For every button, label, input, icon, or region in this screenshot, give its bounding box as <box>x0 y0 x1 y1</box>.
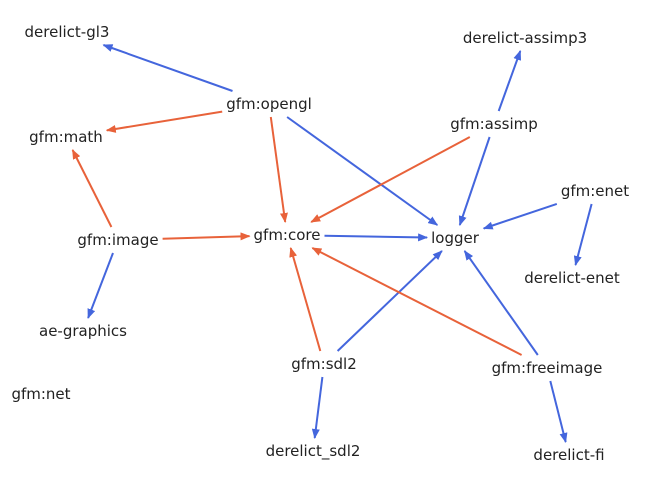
edge-gfm-freeimage-to-derelict-fi <box>549 380 568 443</box>
edge-gfm-freeimage-to-logger <box>463 250 539 356</box>
edge-gfm-opengl-to-gfm-core <box>269 116 288 223</box>
edge-gfm-opengl-to-logger <box>286 116 439 226</box>
edge-gfm-image-to-ae-graphics <box>87 252 114 319</box>
edge-gfm-enet-to-logger <box>482 202 558 230</box>
node-gfm-assimp[interactable]: gfm:assimp <box>450 115 538 133</box>
node-gfm-core[interactable]: gfm:core <box>254 226 321 244</box>
edge-gfm-enet-to-derelict-enet <box>573 203 593 266</box>
edge-layer <box>71 44 593 443</box>
node-gfm-net[interactable]: gfm:net <box>11 385 70 403</box>
edge-gfm-sdl2-to-logger <box>336 250 443 352</box>
node-derelict-enet[interactable]: derelict-enet <box>524 269 620 287</box>
node-derelict-gl3[interactable]: derelict-gl3 <box>25 23 110 41</box>
edge-gfm-image-to-gfm-math <box>71 149 113 228</box>
node-gfm-freeimage[interactable]: gfm:freeimage <box>492 359 603 377</box>
node-derelict-sdl2[interactable]: derelict_sdl2 <box>266 442 361 461</box>
edge-gfm-assimp-to-gfm-core <box>310 136 471 223</box>
node-derelict-fi[interactable]: derelict-fi <box>533 446 604 464</box>
node-gfm-image[interactable]: gfm:image <box>77 231 158 249</box>
node-gfm-opengl[interactable]: gfm:opengl <box>226 95 312 113</box>
node-gfm-math[interactable]: gfm:math <box>29 128 103 146</box>
edge-gfm-opengl-to-gfm-math <box>105 110 223 133</box>
edge-gfm-core-to-logger <box>324 233 429 242</box>
node-gfm-sdl2[interactable]: gfm:sdl2 <box>291 355 357 373</box>
node-ae-graphics[interactable]: ae-graphics <box>39 322 127 340</box>
edge-gfm-assimp-to-logger <box>458 136 491 226</box>
node-derelict-assimp3[interactable]: derelict-assimp3 <box>463 29 587 47</box>
node-logger[interactable]: logger <box>431 229 480 247</box>
edge-gfm-assimp-to-derelict-assimp3 <box>497 50 522 112</box>
edge-gfm-image-to-gfm-core <box>162 232 251 241</box>
node-layer: derelict-gl3 derelict-assimp3 gfm:opengl… <box>11 23 629 464</box>
node-gfm-enet[interactable]: gfm:enet <box>561 182 629 200</box>
edge-gfm-sdl2-to-gfm-core <box>289 247 322 352</box>
edge-gfm-sdl2-to-derelict-sdl2 <box>311 376 324 439</box>
edge-gfm-opengl-to-derelict-gl3 <box>102 44 233 92</box>
edge-gfm-freeimage-to-gfm-core <box>311 247 523 356</box>
